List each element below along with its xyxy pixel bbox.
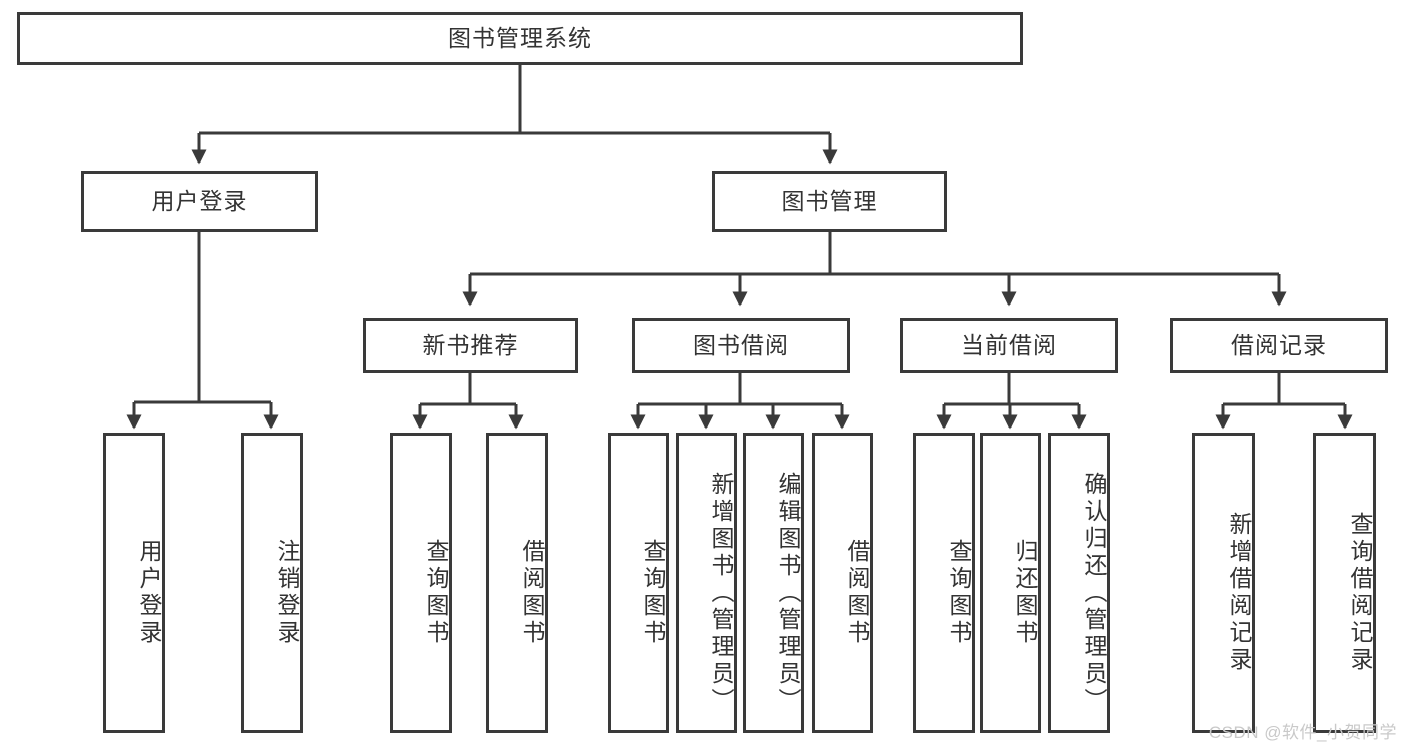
node-leaf-query-book-3[interactable]: 查询图书 <box>913 433 975 733</box>
node-leaf-user-logout[interactable]: 注销登录 <box>241 433 303 733</box>
node-new-book-recommend-label: 新书推荐 <box>422 331 519 358</box>
node-leaf-user-login[interactable]: 用户登录 <box>103 433 165 733</box>
node-leaf-query-book-3-label: 查询图书 <box>946 539 972 647</box>
node-leaf-query-book-2-label: 查询图书 <box>640 539 666 647</box>
node-leaf-add-record-label: 新增借阅记录 <box>1226 512 1252 674</box>
node-book-management[interactable]: 图书管理 <box>712 171 947 232</box>
node-leaf-add-book[interactable]: 新增图书（管理员） <box>676 433 737 733</box>
node-leaf-user-login-label: 用户登录 <box>136 539 162 647</box>
node-root[interactable]: 图书管理系统 <box>17 12 1023 65</box>
node-leaf-edit-book-label: 编辑图书（管理员） <box>775 471 801 715</box>
node-leaf-query-book-1-label: 查询图书 <box>423 539 449 647</box>
node-user-login-label: 用户登录 <box>151 187 248 214</box>
node-book-management-label: 图书管理 <box>781 187 878 214</box>
node-leaf-borrow-book-1[interactable]: 借阅图书 <box>486 433 548 733</box>
node-leaf-return-book[interactable]: 归还图书 <box>980 433 1041 733</box>
node-new-book-recommend[interactable]: 新书推荐 <box>363 318 578 373</box>
node-user-login[interactable]: 用户登录 <box>81 171 318 232</box>
node-leaf-query-book-2[interactable]: 查询图书 <box>608 433 669 733</box>
node-current-borrow[interactable]: 当前借阅 <box>900 318 1118 373</box>
node-book-borrow[interactable]: 图书借阅 <box>632 318 850 373</box>
node-leaf-add-book-label: 新增图书（管理员） <box>708 471 734 715</box>
node-current-borrow-label: 当前借阅 <box>961 331 1057 358</box>
node-leaf-query-book-1[interactable]: 查询图书 <box>390 433 452 733</box>
watermark: CSDN @软件_小贺同学 <box>1208 723 1397 742</box>
node-leaf-borrow-book-1-label: 借阅图书 <box>519 539 545 647</box>
node-root-label: 图书管理系统 <box>448 24 592 51</box>
node-leaf-borrow-book-2-label: 借阅图书 <box>844 539 870 647</box>
node-book-borrow-label: 图书借阅 <box>693 331 789 358</box>
node-leaf-edit-book[interactable]: 编辑图书（管理员） <box>743 433 804 733</box>
node-borrow-record-label: 借阅记录 <box>1231 331 1327 358</box>
node-leaf-user-logout-label: 注销登录 <box>274 539 300 647</box>
node-leaf-confirm-return-label: 确认归还（管理员） <box>1081 471 1107 715</box>
node-leaf-query-record[interactable]: 查询借阅记录 <box>1313 433 1376 733</box>
node-leaf-return-book-label: 归还图书 <box>1012 539 1038 647</box>
node-leaf-add-record[interactable]: 新增借阅记录 <box>1192 433 1255 733</box>
node-leaf-query-record-label: 查询借阅记录 <box>1347 512 1373 674</box>
node-borrow-record[interactable]: 借阅记录 <box>1170 318 1388 373</box>
node-leaf-confirm-return[interactable]: 确认归还（管理员） <box>1048 433 1110 733</box>
node-leaf-borrow-book-2[interactable]: 借阅图书 <box>812 433 873 733</box>
